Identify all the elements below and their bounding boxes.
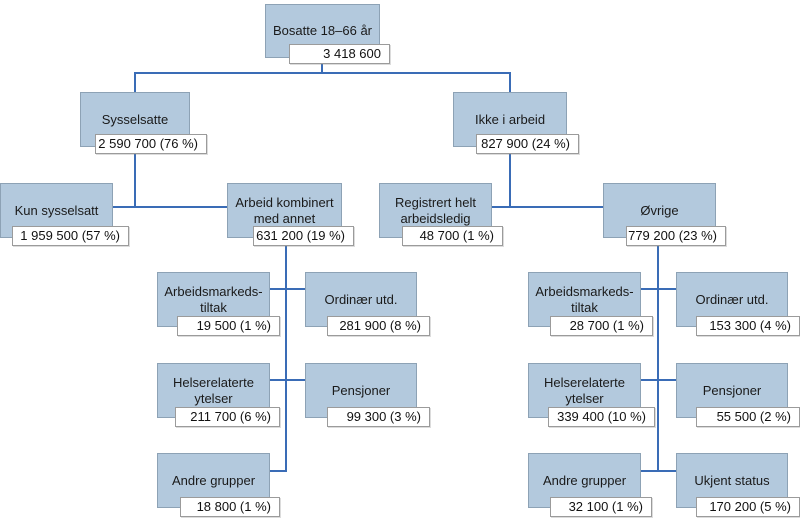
node-right-helserelaterte-label: Helserelaterte ytelser <box>544 374 625 406</box>
node-ikke-i-arbeid-value: 827 900 (24 %) <box>476 134 579 154</box>
connector-left-row3-stub <box>270 470 287 472</box>
node-sysselsatte-label: Sysselsatte <box>101 111 169 127</box>
node-registrert-ledig-label: Registrert helt arbeidsledig <box>395 194 476 226</box>
connector-sysselsatte-down <box>134 154 136 208</box>
node-left-pensjoner-value: 99 300 (3 %) <box>327 407 430 427</box>
node-ovrige-value: 779 200 (23 %) <box>626 226 726 246</box>
node-right-pensjoner-value: 55 500 (2 %) <box>696 407 800 427</box>
connector-ikke-i-arbeid-top <box>509 72 511 92</box>
node-left-andre-grupper-value: 18 800 (1 %) <box>180 497 280 517</box>
node-ukjent-status-label: Ukjent status <box>694 472 770 488</box>
node-right-ordinaer-utd-label: Ordinær utd. <box>695 291 769 307</box>
node-left-arbeidsmarkedstiltak-value: 19 500 (1 %) <box>177 316 280 336</box>
node-kun-sysselsatt-value: 1 959 500 (57 %) <box>12 226 129 246</box>
connector-level3-right-span <box>492 206 603 208</box>
connector-right-row2-stub <box>641 379 676 381</box>
node-ikke-i-arbeid-label: Ikke i arbeid <box>474 111 546 127</box>
connector-right-spine <box>657 246 659 472</box>
connector-ikke-i-arbeid-down <box>509 154 511 208</box>
node-bosatte-value: 3 418 600 <box>289 44 390 64</box>
connector-level3-left-span <box>113 206 227 208</box>
node-right-ordinaer-utd-value: 153 300 (4 %) <box>696 316 800 336</box>
node-right-helserelaterte-value: 339 400 (10 %) <box>548 407 655 427</box>
node-right-arbeidsmarkedstiltak-value: 28 700 (1 %) <box>550 316 653 336</box>
node-arbeid-kombinert-value: 631 200 (19 %) <box>253 226 354 246</box>
node-right-pensjoner-label: Pensjoner <box>702 382 762 398</box>
node-ovrige-label: Øvrige <box>640 202 679 218</box>
connector-left-row2-stub <box>270 379 305 381</box>
node-right-andre-grupper-value: 32 100 (1 %) <box>550 497 652 517</box>
node-right-andre-grupper-label: Andre grupper <box>542 472 627 488</box>
node-left-pensjoner-label: Pensjoner <box>331 382 391 398</box>
node-sysselsatte-value: 2 590 700 (76 %) <box>95 134 207 154</box>
node-left-ordinaer-utd-value: 281 900 (8 %) <box>327 316 430 336</box>
node-ikke-i-arbeid-box: Ikke i arbeid <box>453 92 567 147</box>
node-left-arbeidsmarkedstiltak-label: Arbeidsmarkeds-tiltak <box>164 283 263 315</box>
node-left-helserelaterte-value: 211 700 (6 %) <box>175 407 280 427</box>
node-arbeid-kombinert-label: Arbeid kombinert med annet <box>235 194 334 226</box>
node-left-ordinaer-utd-label: Ordinær utd. <box>324 291 398 307</box>
node-registrert-ledig-value: 48 700 (1 %) <box>402 226 503 246</box>
connector-right-row1-stub <box>641 288 676 290</box>
node-left-andre-grupper-label: Andre grupper <box>171 472 256 488</box>
connector-sysselsatte-top <box>134 72 136 92</box>
connector-left-row1-stub <box>270 288 305 290</box>
node-ovrige-box: Øvrige <box>603 183 716 238</box>
connector-level2-span <box>134 72 511 74</box>
node-right-arbeidsmarkedstiltak-label: Arbeidsmarkeds-tiltak <box>535 283 634 315</box>
connector-left-spine <box>285 246 287 472</box>
node-ukjent-status-value: 170 200 (5 %) <box>696 497 800 517</box>
connector-root-down <box>321 63 323 74</box>
connector-right-row3-stub <box>641 470 676 472</box>
node-bosatte-label: Bosatte 18–66 år <box>272 23 373 38</box>
node-kun-sysselsatt-label: Kun sysselsatt <box>14 202 99 218</box>
node-left-helserelaterte-label: Helserelaterte ytelser <box>173 374 254 406</box>
